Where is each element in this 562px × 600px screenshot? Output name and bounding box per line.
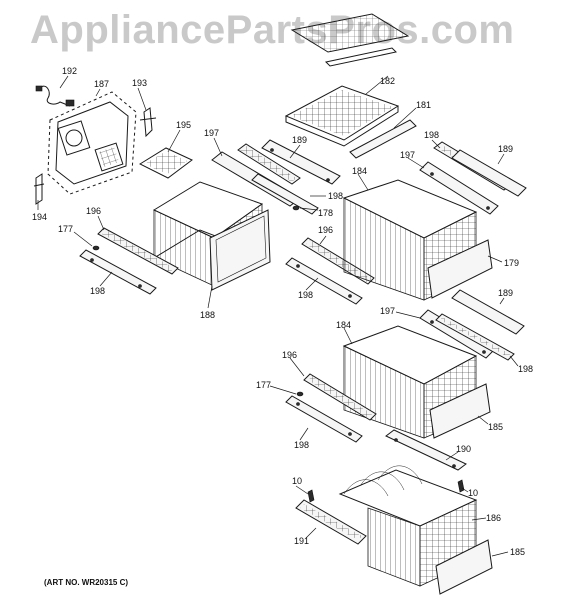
part-181-trim: [349, 119, 417, 159]
part-191-bottom-rail: [295, 499, 367, 545]
callout-194: 194: [32, 212, 47, 222]
callout-198-center: 198: [298, 290, 313, 300]
part-198-upper-center-slide: [251, 173, 319, 215]
callout-193: 193: [132, 78, 147, 88]
callout-198-upper-center: 198: [328, 191, 343, 201]
callout-182: 182: [380, 76, 395, 86]
callout-198-lower: 198: [294, 440, 309, 450]
part-10-screw-right: [457, 479, 465, 493]
callout-186: 186: [486, 513, 501, 523]
part-188-small-basket: [152, 181, 271, 291]
part-185-upper-basket-front: [429, 383, 491, 439]
callout-198-left: 198: [90, 286, 105, 296]
callout-196-center: 196: [318, 225, 333, 235]
part-187-fan-assembly: [47, 91, 137, 195]
part-197-upper-right-panel: [419, 161, 499, 215]
callout-192: 192: [62, 66, 77, 76]
part-196-left-rail: [97, 227, 179, 275]
part-185-bottom-basket-front: [435, 539, 493, 595]
callout-185-bottom: 185: [510, 547, 525, 557]
callout-197-upper-center: 197: [204, 128, 219, 138]
part-198-lower-slide: [285, 395, 363, 443]
part-198-center-slide: [285, 257, 363, 305]
part-189-upper-center-rail: [261, 139, 341, 185]
part-193-bracket: [139, 107, 157, 138]
part-189-middle-right-rail: [451, 289, 525, 335]
callout-197-upper-right: 197: [400, 150, 415, 160]
callout-196-left: 196: [86, 206, 101, 216]
callout-184-lower: 184: [336, 320, 351, 330]
part-197-middle-right-panel: [419, 309, 495, 359]
part-192-wire-harness: [35, 85, 75, 107]
callout-185-upper: 185: [488, 422, 503, 432]
callout-195: 195: [176, 120, 191, 130]
callout-177-lower: 177: [256, 380, 271, 390]
callout-178: 178: [318, 208, 333, 218]
callout-10-left: 10: [292, 476, 302, 486]
top-shelf-part: [290, 13, 410, 67]
leader-lines: [37, 75, 519, 557]
part-198-left-slide: [79, 249, 157, 295]
part-198-middle-right-slide: [435, 313, 515, 361]
callout-197-middle-right: 197: [380, 306, 395, 316]
part-177-lower-screw: [296, 391, 304, 397]
part-177-left-screw: [92, 245, 100, 251]
callout-181: 181: [416, 100, 431, 110]
callout-189-middle-right: 189: [498, 288, 513, 298]
callout-191: 191: [294, 536, 309, 546]
art-number-label: (ART NO. WR20315 C): [44, 578, 129, 587]
callout-190: 190: [456, 444, 471, 454]
callout-189-upper-center: 189: [292, 135, 307, 145]
callout-177-left: 177: [58, 224, 73, 234]
part-182-wire-shelf: [284, 85, 400, 147]
callout-188: 188: [200, 310, 215, 320]
part-194-clip: [33, 173, 45, 205]
callout-10-right: 10: [468, 488, 478, 498]
callout-189-upper-right: 189: [498, 144, 513, 154]
part-179-basket-front: [427, 239, 493, 299]
site-watermark: AppliancePartsPros.com: [30, 8, 515, 52]
part-196-lower-rail: [303, 373, 377, 421]
callout-184-upper: 184: [352, 166, 367, 176]
callout-196-lower: 196: [282, 350, 297, 360]
part-195-divider: [138, 147, 193, 179]
callout-179: 179: [504, 258, 519, 268]
part-189-upper-right-rail: [451, 149, 527, 197]
part-178-screw: [292, 205, 300, 211]
callout-198-upper-right: 198: [424, 130, 439, 140]
callout-187: 187: [94, 79, 109, 89]
callout-198-middle-right: 198: [518, 364, 533, 374]
part-10-screw-left: [307, 489, 315, 503]
